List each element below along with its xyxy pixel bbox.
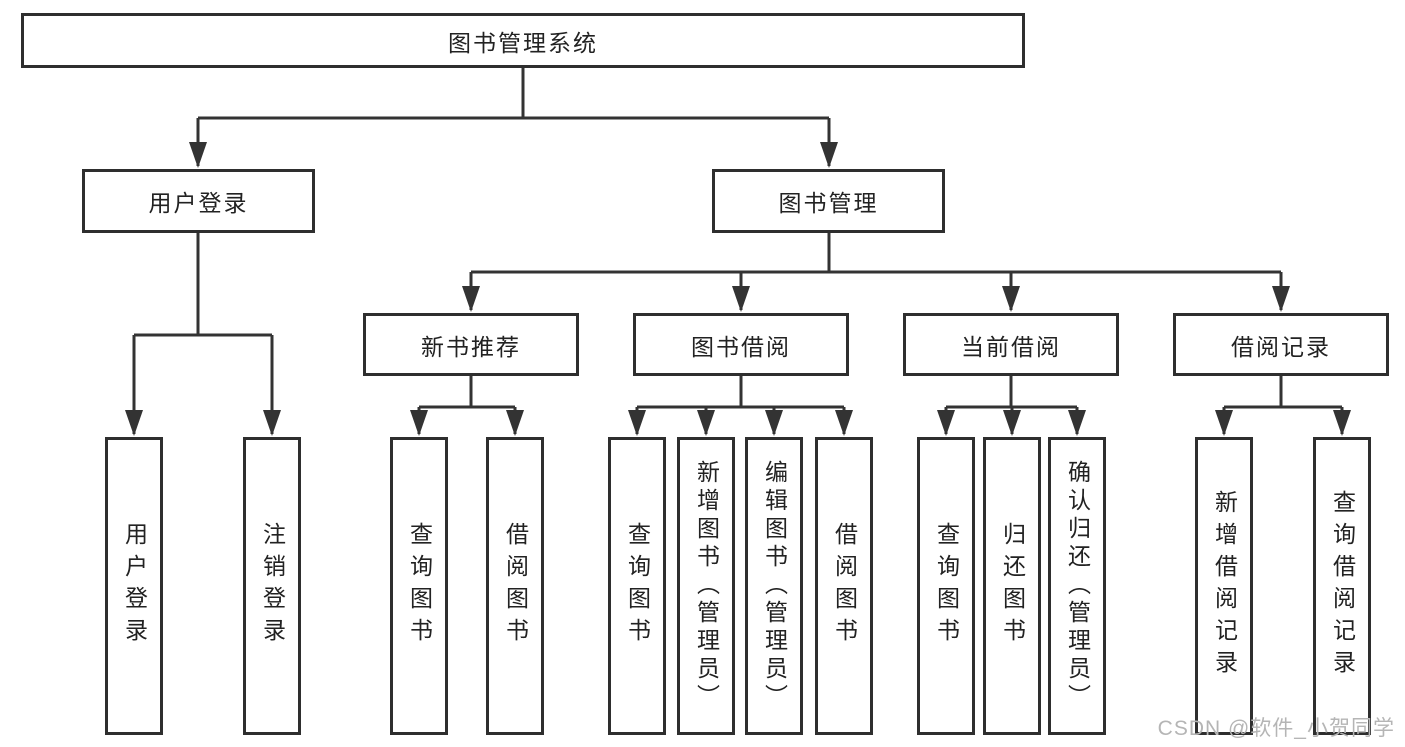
leaf-query-books-current: 查询图书 [917, 437, 975, 735]
node-book-management: 图书管理 [712, 169, 945, 233]
leaf-label: 查询图书 [624, 522, 651, 650]
leaf-label: 查询图书 [933, 522, 960, 650]
leaf-query-books: 查询图书 [608, 437, 666, 735]
leaf-label: 借阅图书 [502, 522, 529, 650]
leaf-borrow-books-recommend: 借阅图书 [486, 437, 544, 735]
leaf-borrow-books: 借阅图书 [815, 437, 873, 735]
leaf-confirm-return-admin: 确认归还（管理员） [1048, 437, 1106, 735]
leaf-label: 确认归还（管理员） [1064, 460, 1091, 712]
leaf-label: 用户登录 [121, 522, 148, 650]
leaf-label: 注销登录 [259, 522, 286, 650]
leaf-label: 借阅图书 [831, 522, 858, 650]
leaf-add-books-admin: 新增图书（管理员） [677, 437, 735, 735]
leaf-query-borrow-record: 查询借阅记录 [1313, 437, 1371, 735]
node-root-library-system: 图书管理系统 [21, 13, 1025, 68]
leaf-label: 新增借阅记录 [1211, 490, 1238, 682]
leaf-label: 归还图书 [999, 522, 1026, 650]
arrowhead-icons [125, 142, 1351, 436]
csdn-watermark: CSDN @软件_小贺同学 [1157, 717, 1395, 740]
leaf-label: 新增图书（管理员） [693, 460, 720, 712]
leaf-user-login: 用户登录 [105, 437, 163, 735]
leaf-label: 查询借阅记录 [1329, 490, 1356, 682]
leaf-logout: 注销登录 [243, 437, 301, 735]
node-borrow-records: 借阅记录 [1173, 313, 1389, 376]
leaf-return-books: 归还图书 [983, 437, 1041, 735]
node-book-borrow: 图书借阅 [633, 313, 849, 376]
leaf-query-books-recommend: 查询图书 [390, 437, 448, 735]
leaf-label: 编辑图书（管理员） [761, 460, 788, 712]
node-user-login: 用户登录 [82, 169, 315, 233]
node-new-book-recommend: 新书推荐 [363, 313, 579, 376]
leaf-edit-books-admin: 编辑图书（管理员） [745, 437, 803, 735]
leaf-label: 查询图书 [406, 522, 433, 650]
node-current-borrow: 当前借阅 [903, 313, 1119, 376]
leaf-add-borrow-record: 新增借阅记录 [1195, 437, 1253, 735]
